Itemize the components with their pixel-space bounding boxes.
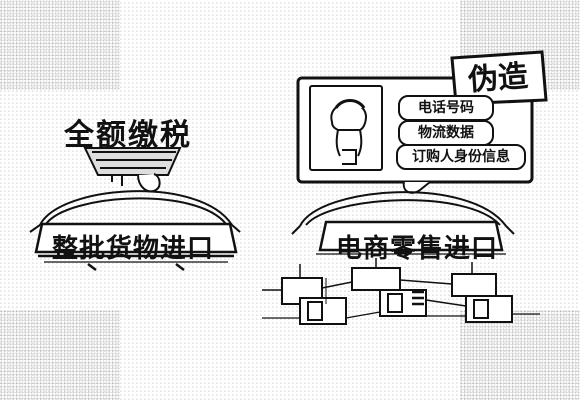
ecommerce-retail-import-label: 电商零售进口 (336, 234, 499, 264)
info-item-logistics: 物流数据 (398, 120, 494, 146)
left-arc-illustration (29, 190, 241, 233)
right-arc-illustration (291, 191, 515, 235)
left-banner-shape (34, 222, 238, 271)
tax-bowl-illustration (83, 147, 182, 193)
speckle-top-left (0, 0, 120, 90)
right-banner-shape (316, 220, 506, 255)
info-item-phone: 电话号码 (398, 95, 494, 121)
fake-stamp-shape (450, 50, 548, 106)
info-item-buyer-id: 订购人身份信息 (396, 144, 526, 170)
speckle-bottom-left (0, 310, 120, 400)
full-tax-title: 全额缴税 (64, 118, 192, 153)
speckle-bottom-right (460, 310, 580, 400)
bulk-import-label: 整批货物进口 (52, 234, 215, 264)
parcel-network-illustration (262, 258, 540, 325)
